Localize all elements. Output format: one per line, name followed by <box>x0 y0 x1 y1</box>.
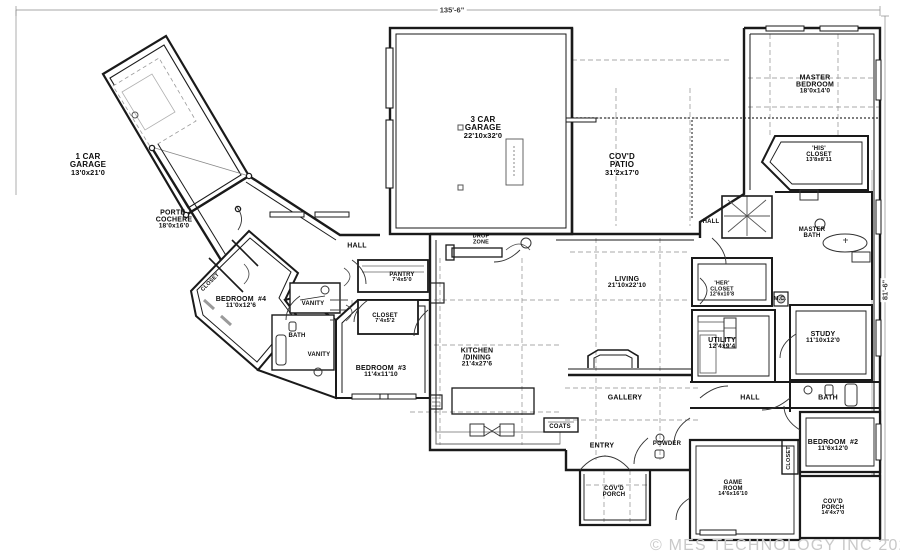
interior-fixtures <box>429 124 871 475</box>
door-swings <box>235 205 801 521</box>
pantry-closet-strip <box>343 259 429 335</box>
main-house-walls <box>385 26 882 542</box>
bath-vanity-core <box>256 282 349 400</box>
window-openings <box>269 25 882 536</box>
patio-edge-dashes <box>556 117 880 220</box>
